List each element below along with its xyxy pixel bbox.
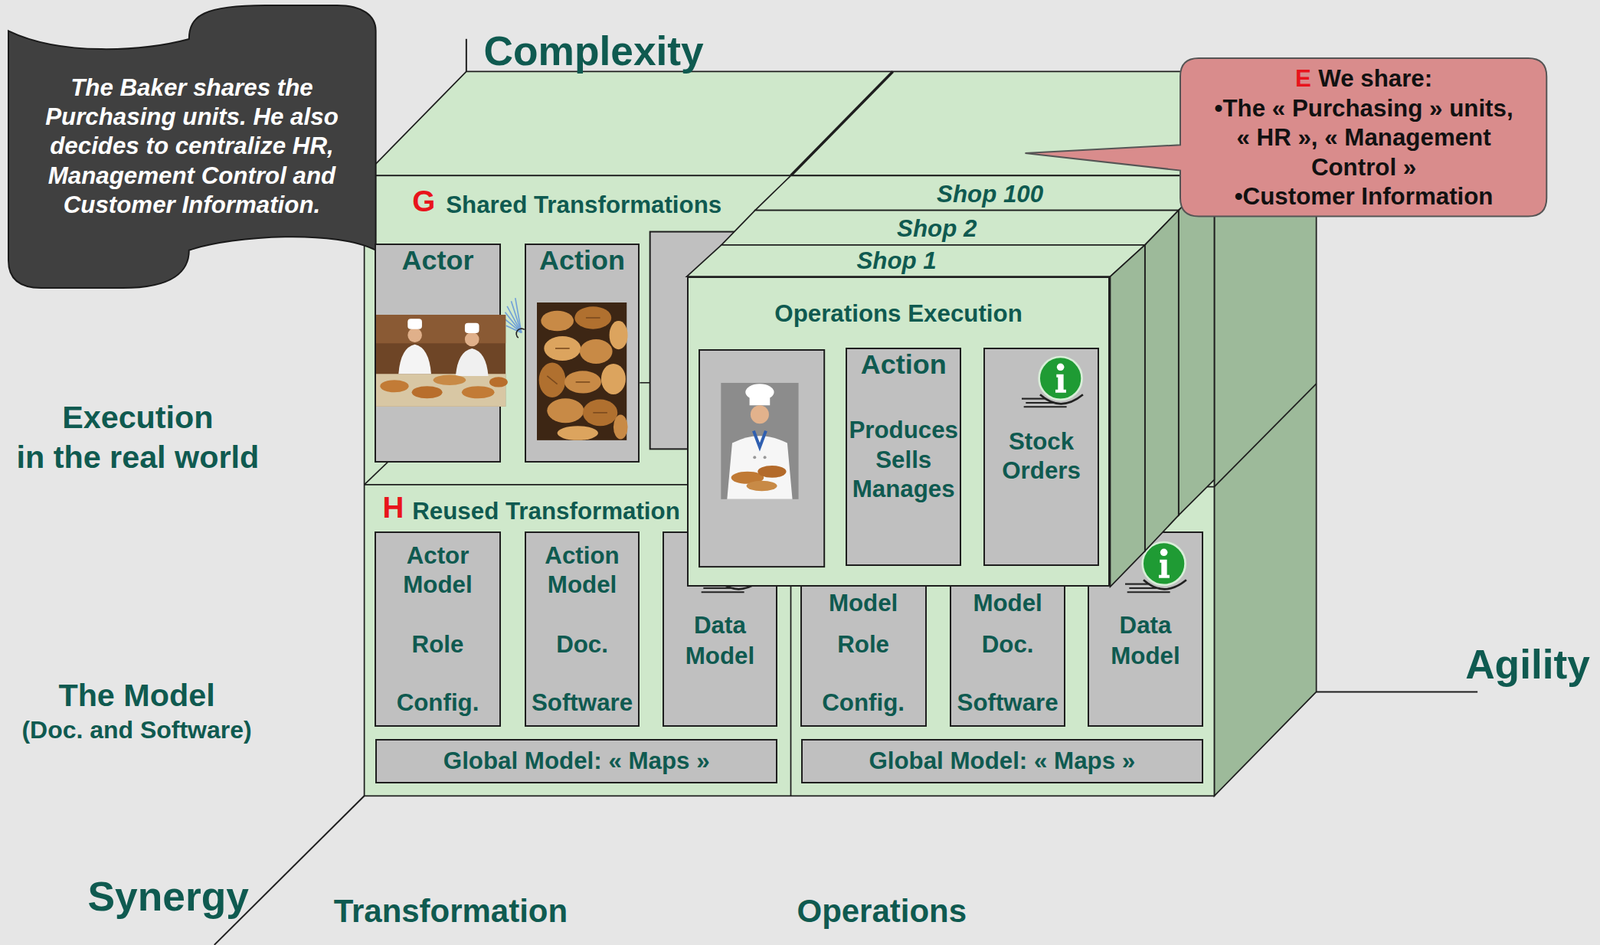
layer-title: Reused Transformation bbox=[412, 497, 681, 526]
box-item: Software bbox=[531, 688, 633, 719]
bar-text: Global Model: « Maps » bbox=[443, 746, 711, 777]
label-holder: Complexity bbox=[484, 27, 704, 75]
axis-label: Agility bbox=[1465, 641, 1591, 688]
box-item: Role bbox=[837, 630, 890, 661]
box-item: Doc. bbox=[556, 630, 609, 661]
layer-letter: G bbox=[412, 184, 436, 219]
box-item: Config. bbox=[821, 688, 905, 719]
axis-label: Synergy bbox=[88, 873, 249, 920]
box-heading: Action bbox=[860, 349, 947, 380]
box-item: Produces Sells Manages bbox=[847, 415, 960, 505]
label-holder: Execution bbox=[0, 399, 276, 437]
model-box: Actor ModelRoleConfig. bbox=[374, 531, 501, 727]
info-box: Stock Orders bbox=[983, 347, 1100, 567]
box-heading: Action bbox=[539, 245, 625, 276]
shop-name: Shop 1 bbox=[856, 247, 936, 275]
callout-text: •Customer Information bbox=[1207, 182, 1519, 213]
label-holder: (Doc. and Software) bbox=[0, 716, 274, 745]
axis-label: Transformation bbox=[333, 893, 568, 930]
action-box: Action bbox=[524, 243, 641, 462]
actor-box: Actor bbox=[374, 243, 501, 462]
box-item: Stock Orders bbox=[984, 427, 1098, 487]
label-holder: Agility bbox=[1465, 641, 1591, 688]
box-heading: Data Model bbox=[664, 610, 777, 672]
callout-text: We share: bbox=[1318, 64, 1433, 95]
baker-photo bbox=[376, 314, 506, 407]
label-holder: Operations bbox=[797, 893, 968, 930]
plane-label: in the real world bbox=[0, 439, 276, 477]
box-heading: Actor Model bbox=[376, 541, 500, 601]
box-item: Config. bbox=[396, 688, 480, 719]
callout-text: The Baker shares the Purchasing units. H… bbox=[33, 73, 351, 220]
scroll-callout: The Baker shares the Purchasing units. H… bbox=[8, 5, 377, 288]
label-holder: The Model bbox=[0, 677, 274, 715]
callout-letter: E bbox=[1295, 64, 1312, 95]
text-holder: Shop 1 bbox=[856, 247, 936, 275]
label-holder: Transformation bbox=[333, 893, 568, 930]
box-item: Doc. bbox=[981, 630, 1034, 661]
bar-text: Global Model: « Maps » bbox=[868, 746, 1136, 777]
axis-label: Operations bbox=[797, 893, 968, 930]
label-holder: in the real world bbox=[0, 439, 276, 477]
shop-panel: Shop 1Operations ExecutionActionProduces… bbox=[687, 276, 1111, 587]
box-heading: Data Model bbox=[1089, 610, 1202, 672]
shop-name: Shop 100 bbox=[936, 180, 1044, 209]
box-heading: Model bbox=[828, 588, 898, 619]
action-box: ActionProduces Sells Manages bbox=[845, 347, 962, 567]
box-heading: Model bbox=[972, 588, 1042, 619]
plane-label: (Doc. and Software) bbox=[0, 716, 274, 745]
label-holder: Shop 2 bbox=[896, 215, 977, 243]
text-holder: Shared Transformations bbox=[445, 191, 722, 220]
text-holder: Reused Transformation bbox=[412, 497, 681, 526]
axis-label: Complexity bbox=[484, 27, 704, 75]
text-holder: H bbox=[382, 490, 405, 525]
layer-title: Shared Transformations bbox=[445, 191, 722, 220]
text-holder: G bbox=[412, 184, 436, 219]
panel-title: Operations Execution bbox=[774, 300, 1022, 328]
box-heading: Actor bbox=[402, 245, 475, 276]
plane-label: The Model bbox=[0, 677, 274, 715]
box-heading: Action Model bbox=[526, 541, 639, 601]
layer-letter: H bbox=[382, 490, 405, 525]
shop-name: Shop 2 bbox=[896, 215, 977, 243]
box-item: Role bbox=[412, 630, 465, 661]
info-icon bbox=[1021, 353, 1086, 412]
chef-photo-box bbox=[698, 349, 825, 568]
text-row: EWe share: bbox=[1295, 64, 1433, 95]
label-holder: Synergy bbox=[88, 873, 249, 920]
global-model-bar: Global Model: « Maps » bbox=[801, 739, 1204, 785]
callout-text: •The « Purchasing » units, « HR », « Man… bbox=[1207, 94, 1519, 184]
label-holder: Shop 100 bbox=[936, 180, 1044, 209]
model-box: Action ModelDoc. Software bbox=[524, 531, 641, 727]
box-item: Software bbox=[957, 688, 1059, 719]
bread-photo bbox=[536, 302, 627, 441]
global-model-bar: Global Model: « Maps » bbox=[375, 739, 778, 785]
plane-label: Execution bbox=[0, 399, 276, 437]
speech-callout: EWe share:•The « Purchasing » units, « H… bbox=[1180, 58, 1547, 217]
